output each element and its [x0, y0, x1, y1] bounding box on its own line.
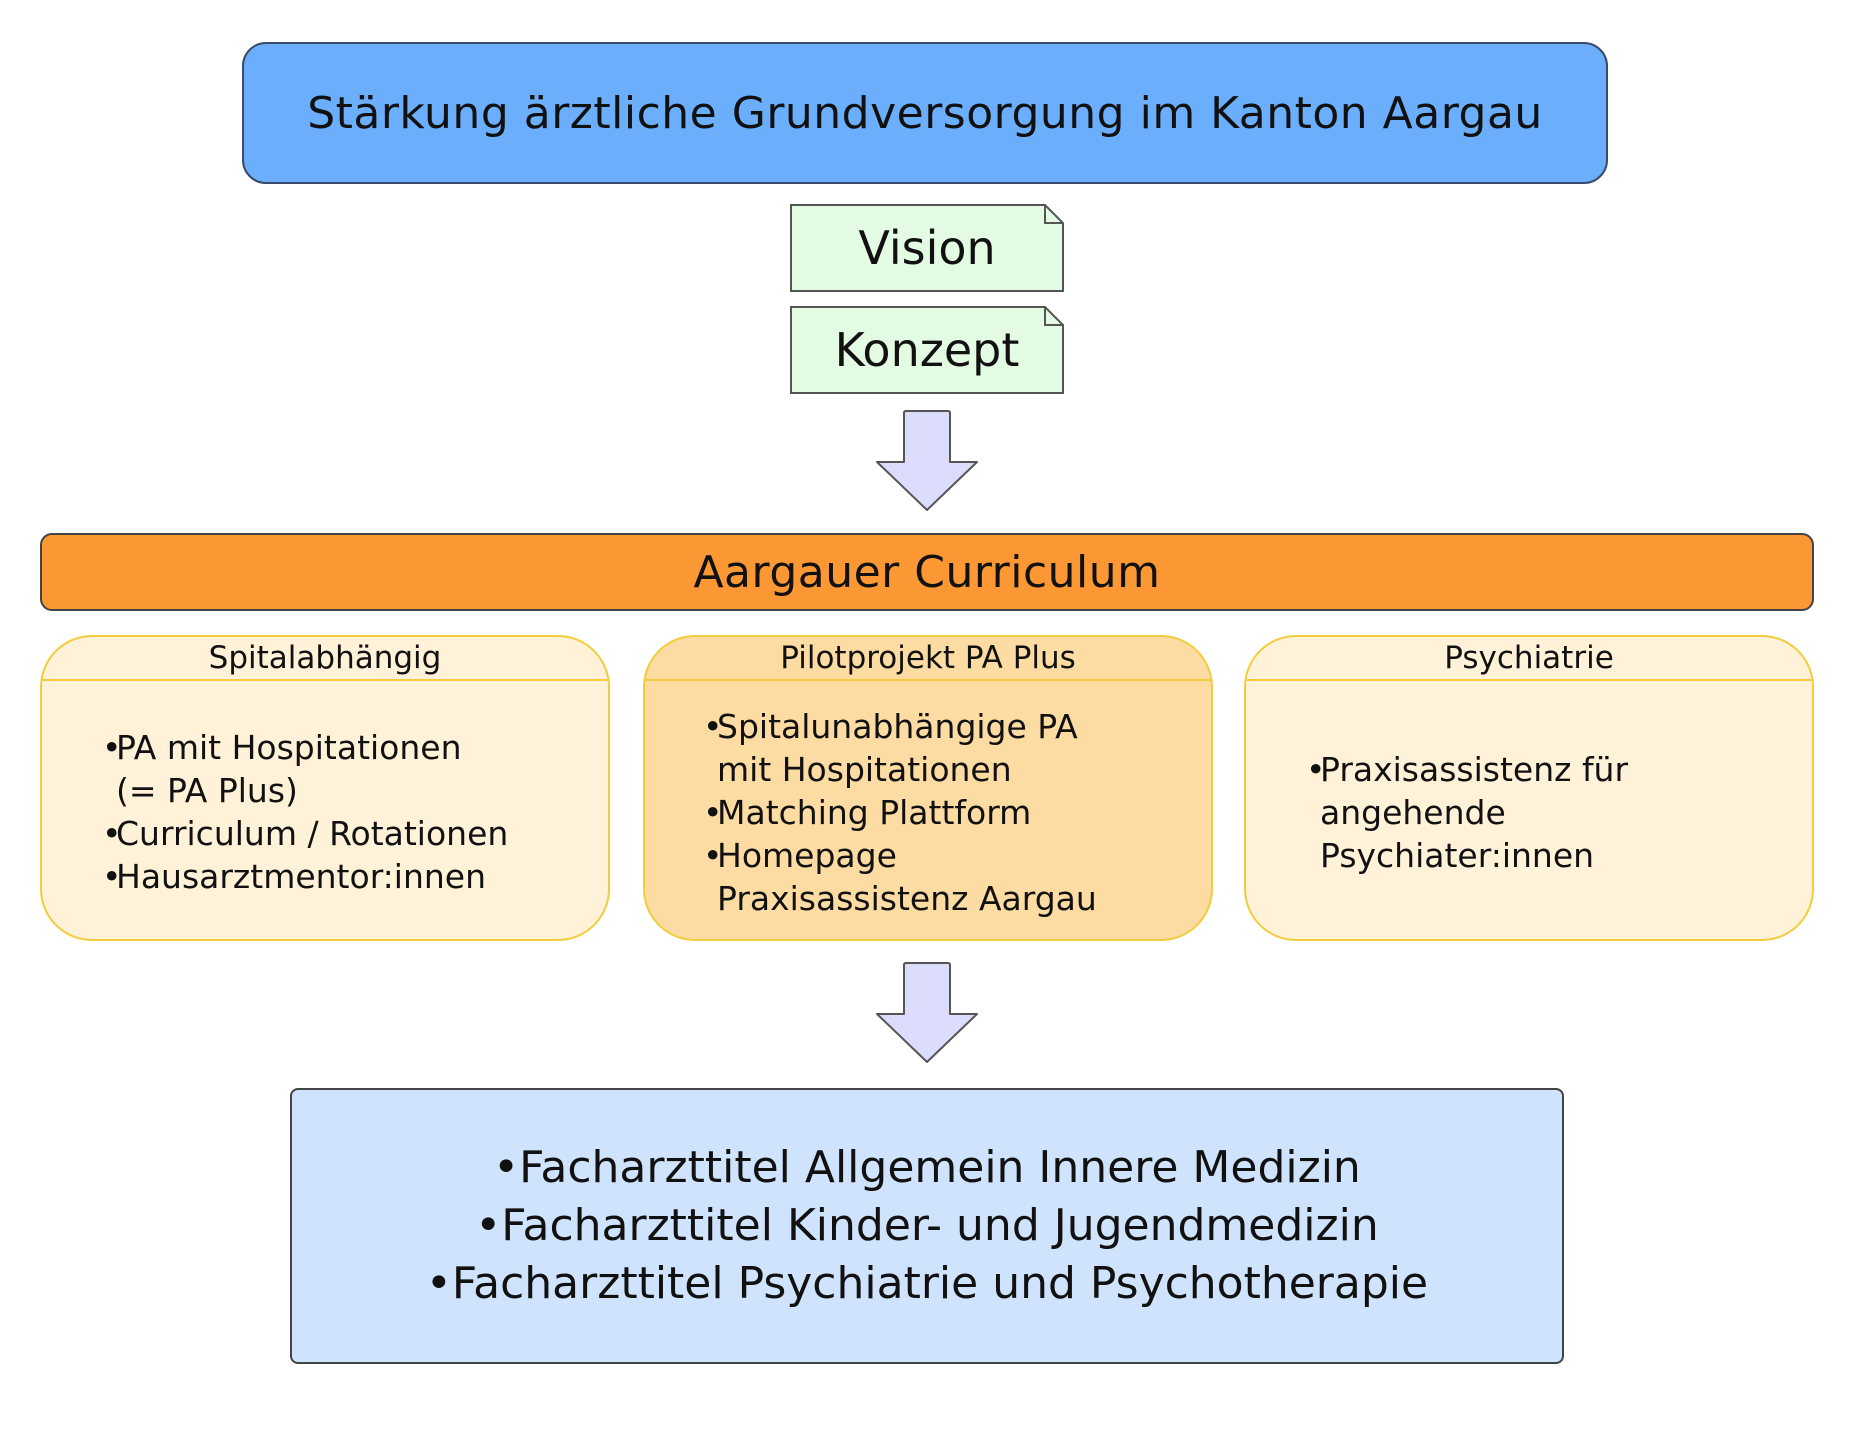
list-item: Hausarztmentor:innen: [102, 855, 608, 898]
card-list: Spitalunabhängige PA mit Hospitationen M…: [703, 705, 1211, 920]
konzept-note: Konzept: [790, 306, 1064, 394]
down-arrow-icon: [874, 962, 980, 1064]
list-item-continuation: angehende: [1320, 792, 1506, 832]
list-item: Matching Plattform: [703, 791, 1211, 834]
konzept-label: Konzept: [834, 323, 1020, 377]
curriculum-bar: Aargauer Curriculum: [40, 533, 1814, 611]
outcome-item: Facharzttitel Psychiatrie und Psychother…: [426, 1255, 1428, 1313]
card-title: Psychiatrie: [1246, 637, 1812, 681]
card-title: Pilotprojekt PA Plus: [645, 637, 1211, 681]
note-shape: [790, 204, 1064, 292]
outcomes-list: Facharzttitel Allgemein Innere Medizin F…: [426, 1139, 1428, 1313]
list-item: Praxisassistenz für: [1306, 748, 1812, 791]
list-item-continuation: Praxisassistenz Aargau: [717, 878, 1097, 918]
goal-title: Stärkung ärztliche Grundversorgung im Ka…: [307, 87, 1543, 139]
card-title: Spitalabhängig: [42, 637, 608, 681]
curriculum-title: Aargauer Curriculum: [693, 546, 1161, 598]
card-psychiatrie: Psychiatrie Praxisassistenz für angehend…: [1244, 635, 1814, 941]
list-item-continuation: Psychiater:innen: [1320, 835, 1595, 875]
list-item: Homepage: [703, 834, 1211, 877]
list-item-continuation: (= PA Plus): [116, 771, 298, 810]
card-body: PA mit Hospitationen (= PA Plus) Curricu…: [42, 681, 608, 939]
card-spitalabhaengig: Spitalabhängig PA mit Hospitationen (= P…: [40, 635, 610, 941]
list-item: Curriculum / Rotationen: [102, 812, 608, 855]
card-list: PA mit Hospitationen (= PA Plus) Curricu…: [102, 726, 608, 898]
down-arrow-icon: [874, 410, 980, 512]
note-shape: [790, 306, 1064, 394]
card-body: Spitalunabhängige PA mit Hospitationen M…: [645, 681, 1211, 939]
list-item: Spitalunabhängige PA: [703, 705, 1211, 748]
outcome-item: Facharzttitel Kinder- und Jugendmedizin: [426, 1197, 1428, 1255]
card-body: Praxisassistenz für angehende Psychiater…: [1246, 681, 1812, 939]
list-item-continuation: mit Hospitationen: [717, 749, 1012, 789]
outcome-item: Facharzttitel Allgemein Innere Medizin: [426, 1139, 1428, 1197]
card-pilotprojekt: Pilotprojekt PA Plus Spitalunabhängige P…: [643, 635, 1213, 941]
vision-label: Vision: [858, 221, 996, 275]
card-list: Praxisassistenz für angehende Psychiater…: [1306, 748, 1812, 877]
list-item: PA mit Hospitationen: [102, 726, 608, 769]
vision-note: Vision: [790, 204, 1064, 292]
outcomes-box: Facharzttitel Allgemein Innere Medizin F…: [290, 1088, 1564, 1364]
goal-box: Stärkung ärztliche Grundversorgung im Ka…: [242, 42, 1608, 184]
